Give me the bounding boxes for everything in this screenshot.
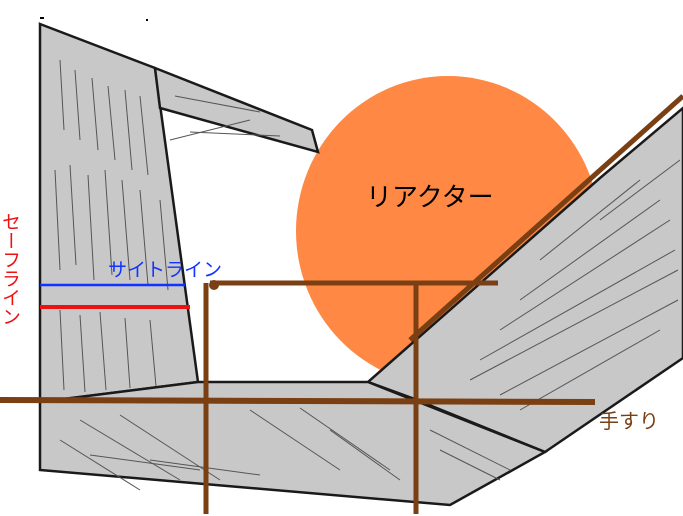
handrail-diagonal [408, 94, 683, 342]
top-panel [153, 66, 320, 154]
reactor-label: リアクター [366, 183, 494, 213]
handrail-horizontal [0, 397, 596, 405]
handrail-label: 手すり [599, 409, 659, 433]
dot-icon [209, 280, 219, 290]
safe-line-label: セーフライン [0, 212, 21, 326]
floor-edge [411, 397, 546, 453]
sight-line-label: サイトライン [108, 259, 222, 281]
